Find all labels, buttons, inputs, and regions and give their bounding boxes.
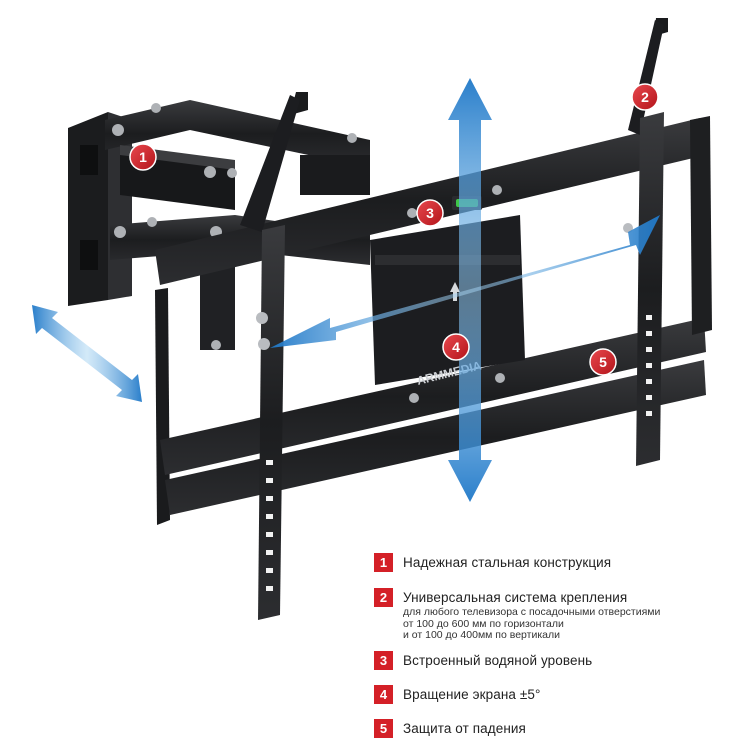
legend-number: 5 — [374, 719, 393, 738]
callout-1: 1 — [129, 143, 157, 171]
tv-frame — [155, 116, 712, 525]
legend-item: 3 Встроенный водяной уровень — [374, 651, 592, 670]
svg-text:1: 1 — [139, 149, 147, 165]
swivel-arrow — [270, 215, 660, 348]
svg-text:2: 2 — [641, 89, 649, 105]
callout-2: 2 — [631, 83, 659, 111]
legend-item: 5 Защита от падения — [374, 719, 526, 738]
callout-4: 4 — [442, 333, 470, 361]
vertical-rail-left — [240, 92, 308, 620]
legend-number: 3 — [374, 651, 393, 670]
extension-arrow — [32, 305, 142, 402]
legend-title: Универсальная система крепления — [403, 590, 628, 605]
legend-title: Надежная стальная конструкция — [403, 555, 612, 570]
legend-title: Встроенный водяной уровень — [403, 653, 593, 668]
legend-title: Защита от падения — [403, 721, 526, 736]
legend-item: 2 Универсальная система крепления для лю… — [374, 588, 660, 642]
svg-text:3: 3 — [426, 205, 434, 221]
svg-text:5: 5 — [599, 354, 607, 370]
legend-detail: и от 100 до 400мм по вертикали — [403, 629, 560, 641]
callout-3: 3 — [416, 199, 444, 227]
callout-5: 5 — [589, 348, 617, 376]
legend-item: 4 Вращение экрана ±5° — [374, 685, 540, 704]
legend-detail: от 100 до 600 мм по горизонтали — [403, 617, 564, 630]
legend-number: 4 — [374, 685, 393, 704]
legend-detail: для любого телевизора с посадочными отве… — [403, 606, 661, 618]
legend-item: 1 Надежная стальная конструкция — [374, 553, 611, 572]
legend-number: 2 — [374, 588, 393, 607]
legend-number: 1 — [374, 553, 393, 572]
legend-title: Вращение экрана ±5° — [403, 687, 541, 702]
svg-text:4: 4 — [452, 339, 460, 355]
